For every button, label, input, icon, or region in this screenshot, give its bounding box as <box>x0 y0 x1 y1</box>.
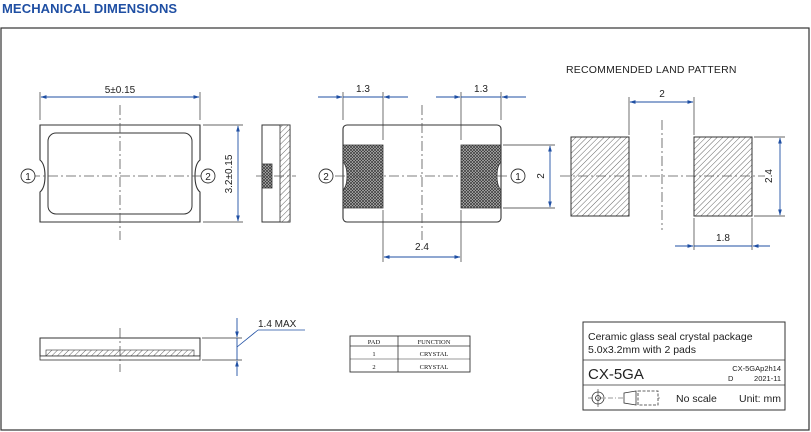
dim-pad2-width: 1.3 <box>474 84 488 95</box>
tb-date: 2021-11 <box>754 374 781 383</box>
side-profile: 1.4 MAX <box>39 318 305 376</box>
pad-function-table: PAD FUNCTION 1 CRYSTAL 2 CRYSTAL <box>349 335 471 373</box>
land-pattern-title: RECOMMENDED LAND PATTERN <box>566 64 737 76</box>
tb-revision: D <box>728 374 734 383</box>
section-title: MECHANICAL DIMENSIONS <box>2 1 178 16</box>
tb-unit: Unit: mm <box>739 393 781 405</box>
dim-length: 5±0.15 <box>105 85 136 96</box>
table-row-1-pad: 1 <box>372 351 375 358</box>
tb-drawing-number: CX-5GAp2h14 <box>732 364 781 373</box>
recommended-land-pattern: RECOMMENDED LAND PATTERN 2 2.4 1.8 <box>560 64 785 250</box>
dim-pad-height: 2 <box>536 173 547 179</box>
side-view-package <box>256 124 296 223</box>
top-view-package: 5±0.15 3.2±0.15 1 2 <box>20 85 243 240</box>
dim-pad1-width: 1.3 <box>356 84 370 95</box>
pad1-callout <box>20 168 36 184</box>
table-header-function: FUNCTION <box>418 339 451 346</box>
pad2-callout-bottom <box>318 168 334 184</box>
dim-width: 3.2±0.15 <box>224 154 235 193</box>
dim-max-height: 1.4 MAX <box>258 319 297 330</box>
dim-pad-gap: 2.4 <box>415 242 429 253</box>
tb-description-line2: 5.0x3.2mm with 2 pads <box>588 344 696 356</box>
table-row-2-function: CRYSTAL <box>420 364 449 371</box>
table-row-2-pad: 2 <box>372 364 375 371</box>
drawing-frame <box>0 27 810 431</box>
dim-land-height: 2.4 <box>764 169 775 183</box>
pad2-callout <box>200 168 216 184</box>
bottom-view-package: 1.3 1.3 2.4 2 2 1 <box>318 84 555 262</box>
table-row-1-function: CRYSTAL <box>420 351 449 358</box>
svg-text:2: 2 <box>205 172 211 183</box>
svg-text:2: 2 <box>323 172 329 183</box>
tb-scale: No scale <box>676 393 717 405</box>
svg-text:1: 1 <box>515 172 521 183</box>
dim-land-gap: 2 <box>659 89 665 100</box>
tb-part-number: CX-5GA <box>588 366 644 383</box>
svg-text:1: 1 <box>25 172 31 183</box>
projection-symbol-icon <box>588 389 660 407</box>
tb-description-line1: Ceramic glass seal crystal package <box>588 331 753 343</box>
title-block: Ceramic glass seal crystal package 5.0x3… <box>582 321 786 411</box>
table-header-pad: PAD <box>368 339 381 346</box>
dim-land-width: 1.8 <box>716 233 730 244</box>
pad1-callout-bottom <box>510 168 526 184</box>
